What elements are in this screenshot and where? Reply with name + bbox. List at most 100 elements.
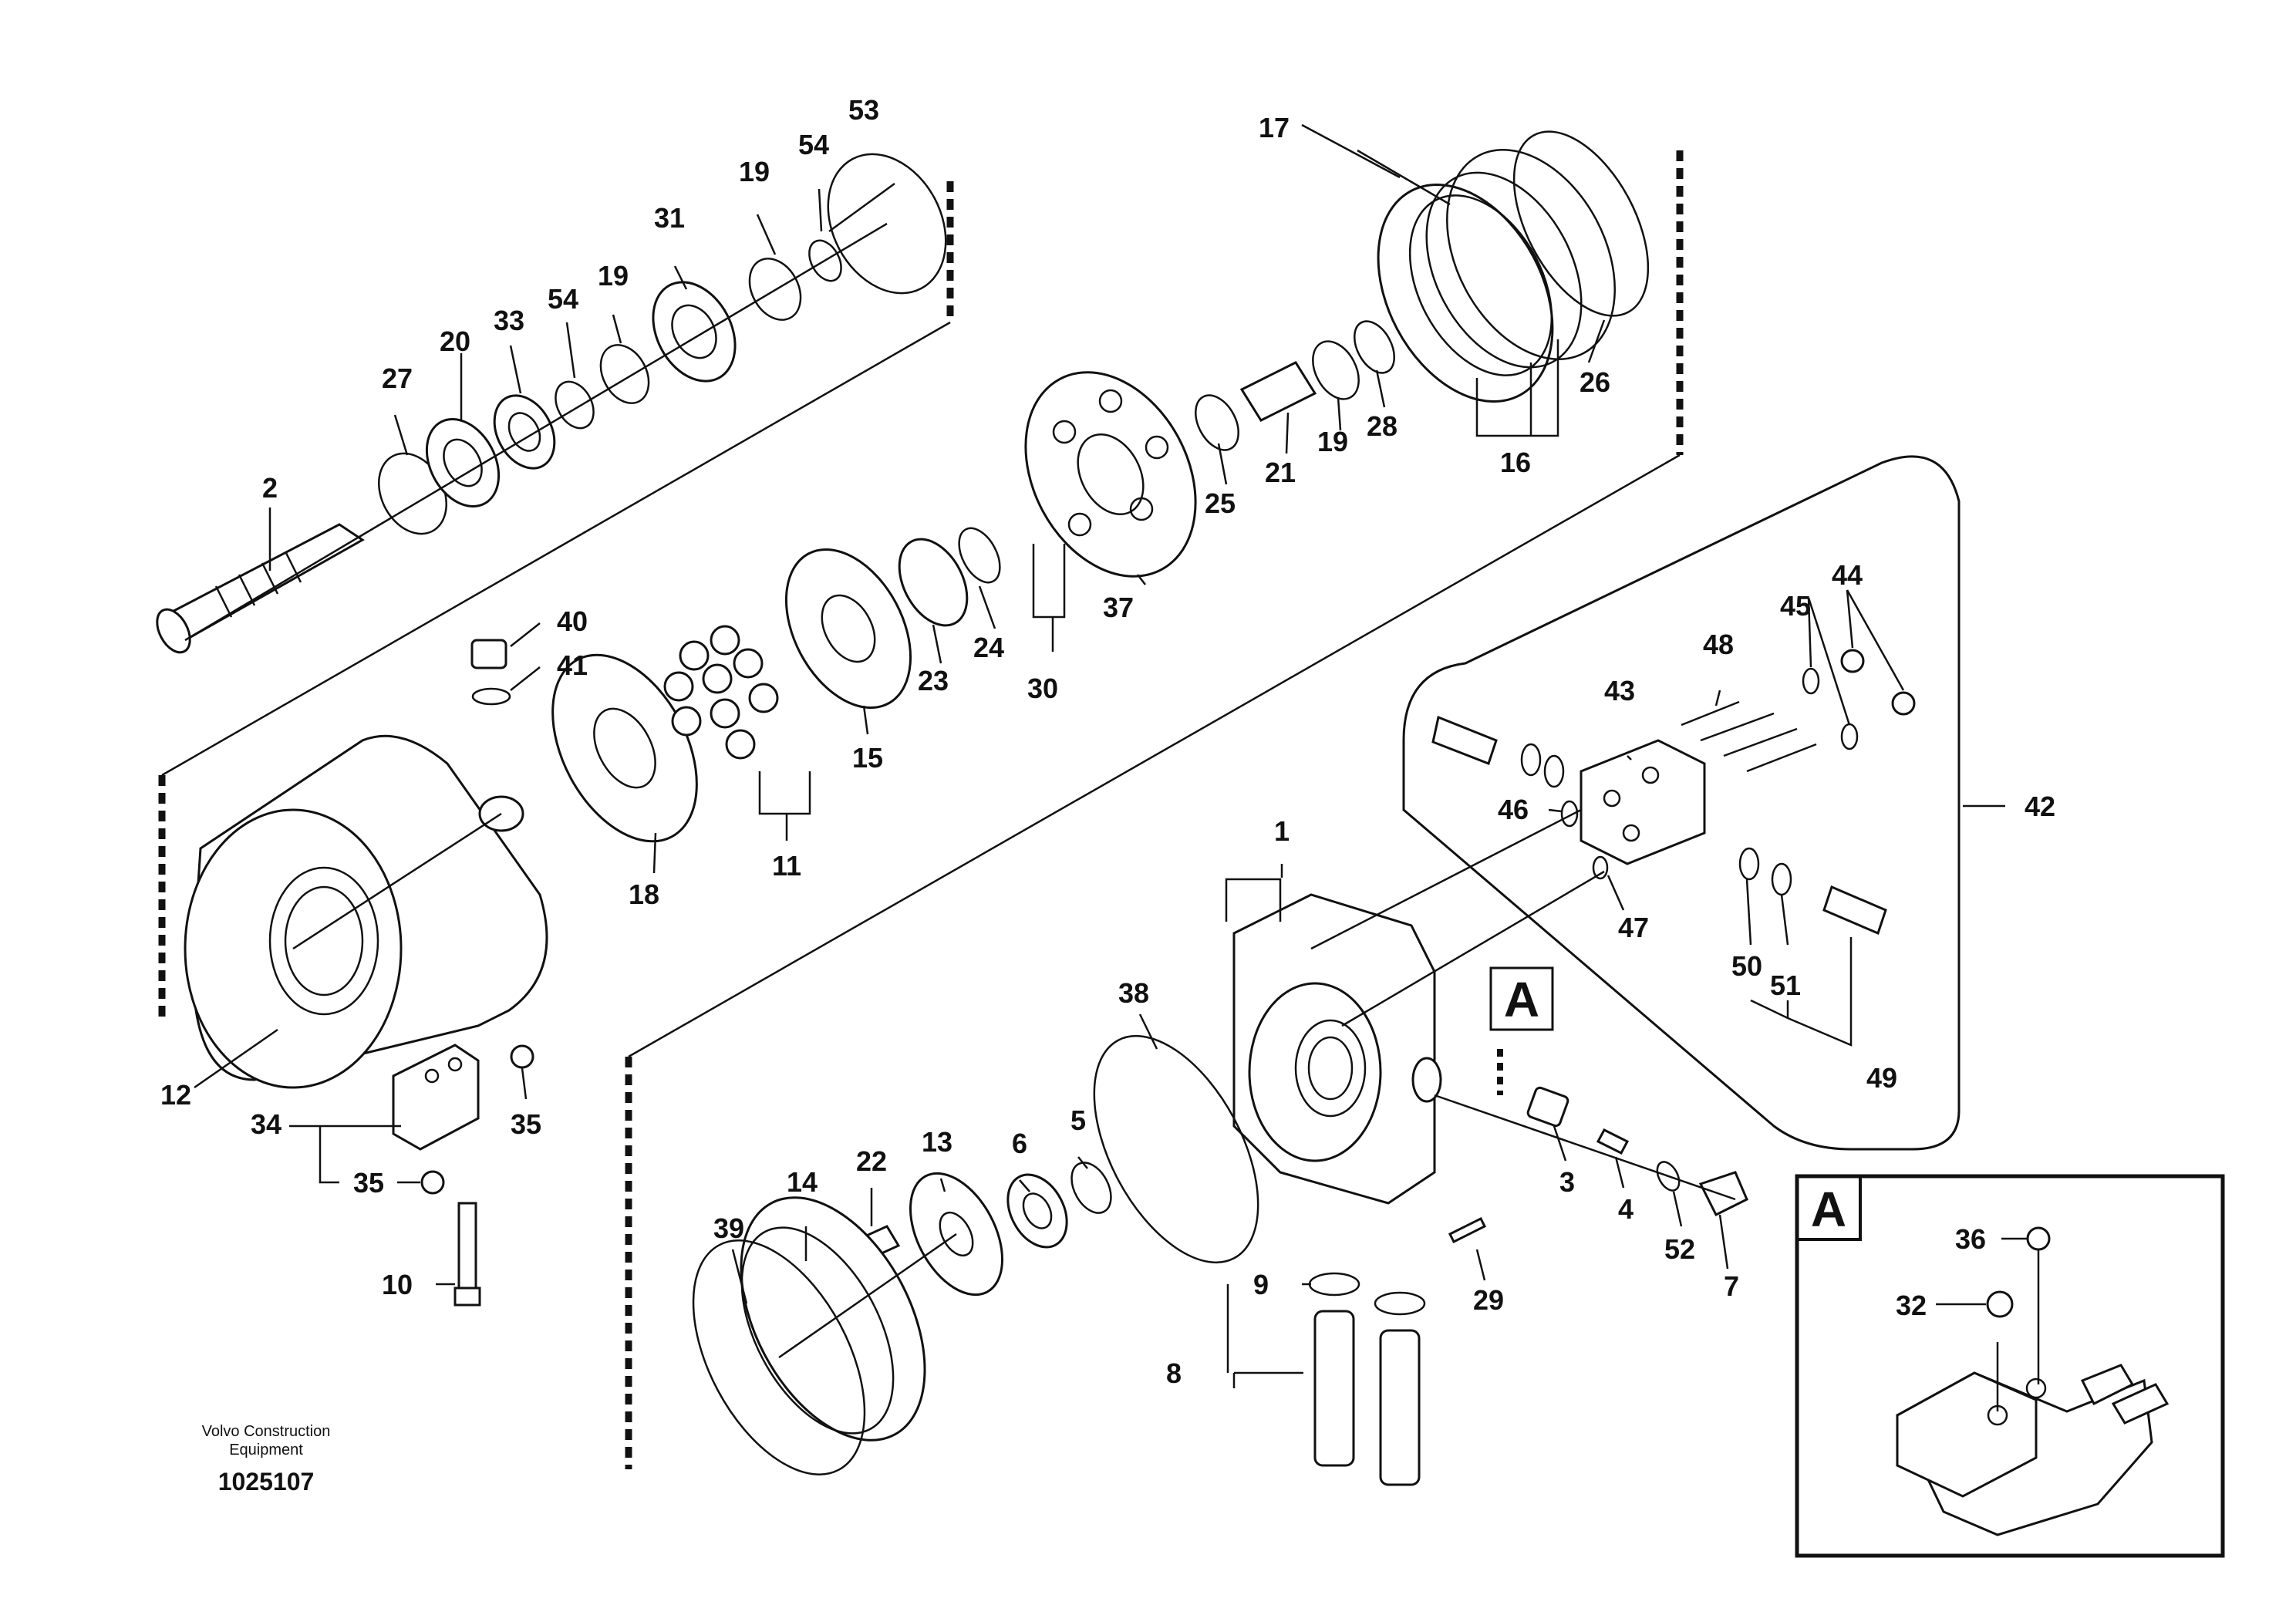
- detail-a-letter: A: [1504, 972, 1539, 1027]
- document-number: 1025107: [218, 1468, 315, 1496]
- caption-line-1: Volvo Construction: [202, 1423, 331, 1440]
- relief-valve-right: [1374, 1291, 1426, 1486]
- spring-assembly: [1195, 320, 1395, 451]
- o-ring-46: [1560, 800, 1579, 828]
- part-label-14: 14: [787, 1166, 818, 1198]
- bolt-10: [453, 1202, 481, 1307]
- part-label-10: 10: [382, 1269, 413, 1300]
- bracket-1: [1225, 878, 1282, 922]
- spring-4: [1596, 1128, 1630, 1155]
- spherical-bush: [898, 527, 1001, 627]
- part-label-26: 26: [1580, 366, 1610, 398]
- part-label-27: 27: [382, 363, 413, 394]
- part-label-30: 30: [1027, 673, 1058, 704]
- caption-line-2: Equipment: [229, 1442, 303, 1458]
- part-label-53: 53: [848, 94, 879, 126]
- part-label-33: 33: [494, 305, 524, 336]
- part-label-29: 29: [1473, 1284, 1504, 1316]
- part-label-21: 21: [1265, 457, 1296, 488]
- part-label-47: 47: [1618, 912, 1649, 943]
- bearing-6: [1006, 1173, 1068, 1249]
- plug-35-upper: [510, 1044, 534, 1069]
- detail-a-callout: A: [1489, 966, 1554, 1095]
- part-label-36: 36: [1955, 1223, 1986, 1255]
- relief-valve-left: [1308, 1272, 1360, 1467]
- plunger-3: [1526, 1086, 1569, 1128]
- output-shaft: [156, 523, 365, 654]
- shaft-group-outline: [158, 150, 1684, 1469]
- part-label-3: 3: [1559, 1166, 1575, 1198]
- part-label-45: 45: [1780, 590, 1811, 622]
- part-label-34: 34: [251, 1108, 282, 1140]
- o-ring-47: [1592, 855, 1609, 880]
- part-label-37: 37: [1103, 592, 1134, 623]
- part-labels: 1 2 3 4 5 6 7 8 9 10 11 12 13 14 15 16 1…: [160, 94, 2055, 1389]
- part-label-15: 15: [852, 742, 883, 774]
- part-label-38: 38: [1118, 977, 1149, 1009]
- part-label-54b: 54: [548, 283, 578, 315]
- part-label-22: 22: [856, 1145, 887, 1177]
- part-label-49: 49: [1866, 1062, 1897, 1094]
- part-label-16: 16: [1500, 447, 1531, 478]
- part-label-40: 40: [557, 605, 588, 637]
- o-ring-52: [1656, 1161, 1681, 1192]
- part-label-41: 41: [557, 649, 588, 681]
- retainer-plate: [784, 548, 912, 710]
- part-label-17: 17: [1259, 112, 1290, 143]
- o-ring-39: [692, 1233, 957, 1475]
- piston-set: [663, 625, 811, 815]
- solenoid-valve-right: [1738, 847, 1887, 936]
- plug-7: [1698, 1171, 1748, 1217]
- bolt-29: [1448, 1216, 1487, 1244]
- part-label-6: 6: [1012, 1128, 1027, 1159]
- cylinder-block: [1024, 371, 1197, 578]
- part-label-4: 4: [1618, 1193, 1633, 1225]
- part-label-28: 28: [1367, 410, 1397, 442]
- part-label-54a: 54: [798, 129, 829, 160]
- pin-30: [1032, 544, 1066, 619]
- part-label-13: 13: [922, 1126, 952, 1158]
- part-label-52: 52: [1664, 1233, 1695, 1265]
- bolts-48: [1681, 700, 1817, 773]
- plug-40: [470, 639, 511, 706]
- part-label-32: 32: [1896, 1290, 1927, 1321]
- caption-block: Volvo Construction Equipment 1025107: [202, 1423, 331, 1496]
- part-label-31: 31: [654, 202, 685, 234]
- bracket-16: [1475, 339, 1559, 437]
- motor-housing: [184, 734, 548, 1089]
- part-label-20: 20: [440, 325, 470, 357]
- brake-disc-pack: [1377, 130, 1650, 403]
- part-label-1: 1: [1274, 815, 1290, 847]
- detail-a-inset-letter: A: [1811, 1182, 1846, 1237]
- o-ring-38: [1093, 1034, 1259, 1264]
- upper-shaft-rings: [184, 153, 947, 642]
- part-label-24: 24: [973, 632, 1004, 663]
- part-label-5: 5: [1070, 1104, 1086, 1136]
- part-label-2: 2: [262, 472, 278, 504]
- part-label-12: 12: [160, 1079, 191, 1111]
- solenoid-valve-left: [1431, 715, 1565, 788]
- valve-block: [392, 1044, 480, 1151]
- part-label-43: 43: [1604, 675, 1635, 706]
- part-label-9: 9: [1253, 1269, 1269, 1300]
- part-label-35a: 35: [511, 1108, 541, 1140]
- part-label-46: 46: [1498, 794, 1529, 825]
- part-label-50: 50: [1731, 950, 1762, 982]
- solenoid-manifold: [1580, 739, 1706, 865]
- detail-a-inset: A: [1795, 1174, 2225, 1558]
- part-label-51: 51: [1770, 969, 1801, 1001]
- part-label-19c: 19: [1317, 426, 1348, 457]
- part-label-48: 48: [1703, 629, 1734, 660]
- leader-lines: [194, 123, 2027, 1388]
- part-label-8: 8: [1166, 1357, 1182, 1389]
- part-label-39: 39: [713, 1212, 744, 1244]
- part-label-44: 44: [1832, 559, 1863, 591]
- part-label-23: 23: [918, 665, 949, 696]
- motor-cover: [1232, 893, 1442, 1205]
- part-label-19b: 19: [598, 260, 629, 292]
- part-label-11: 11: [772, 850, 801, 882]
- snap-ring-5: [1070, 1162, 1112, 1214]
- solenoid-subassembly-outline: [1402, 455, 1961, 1151]
- part-label-25: 25: [1205, 487, 1236, 519]
